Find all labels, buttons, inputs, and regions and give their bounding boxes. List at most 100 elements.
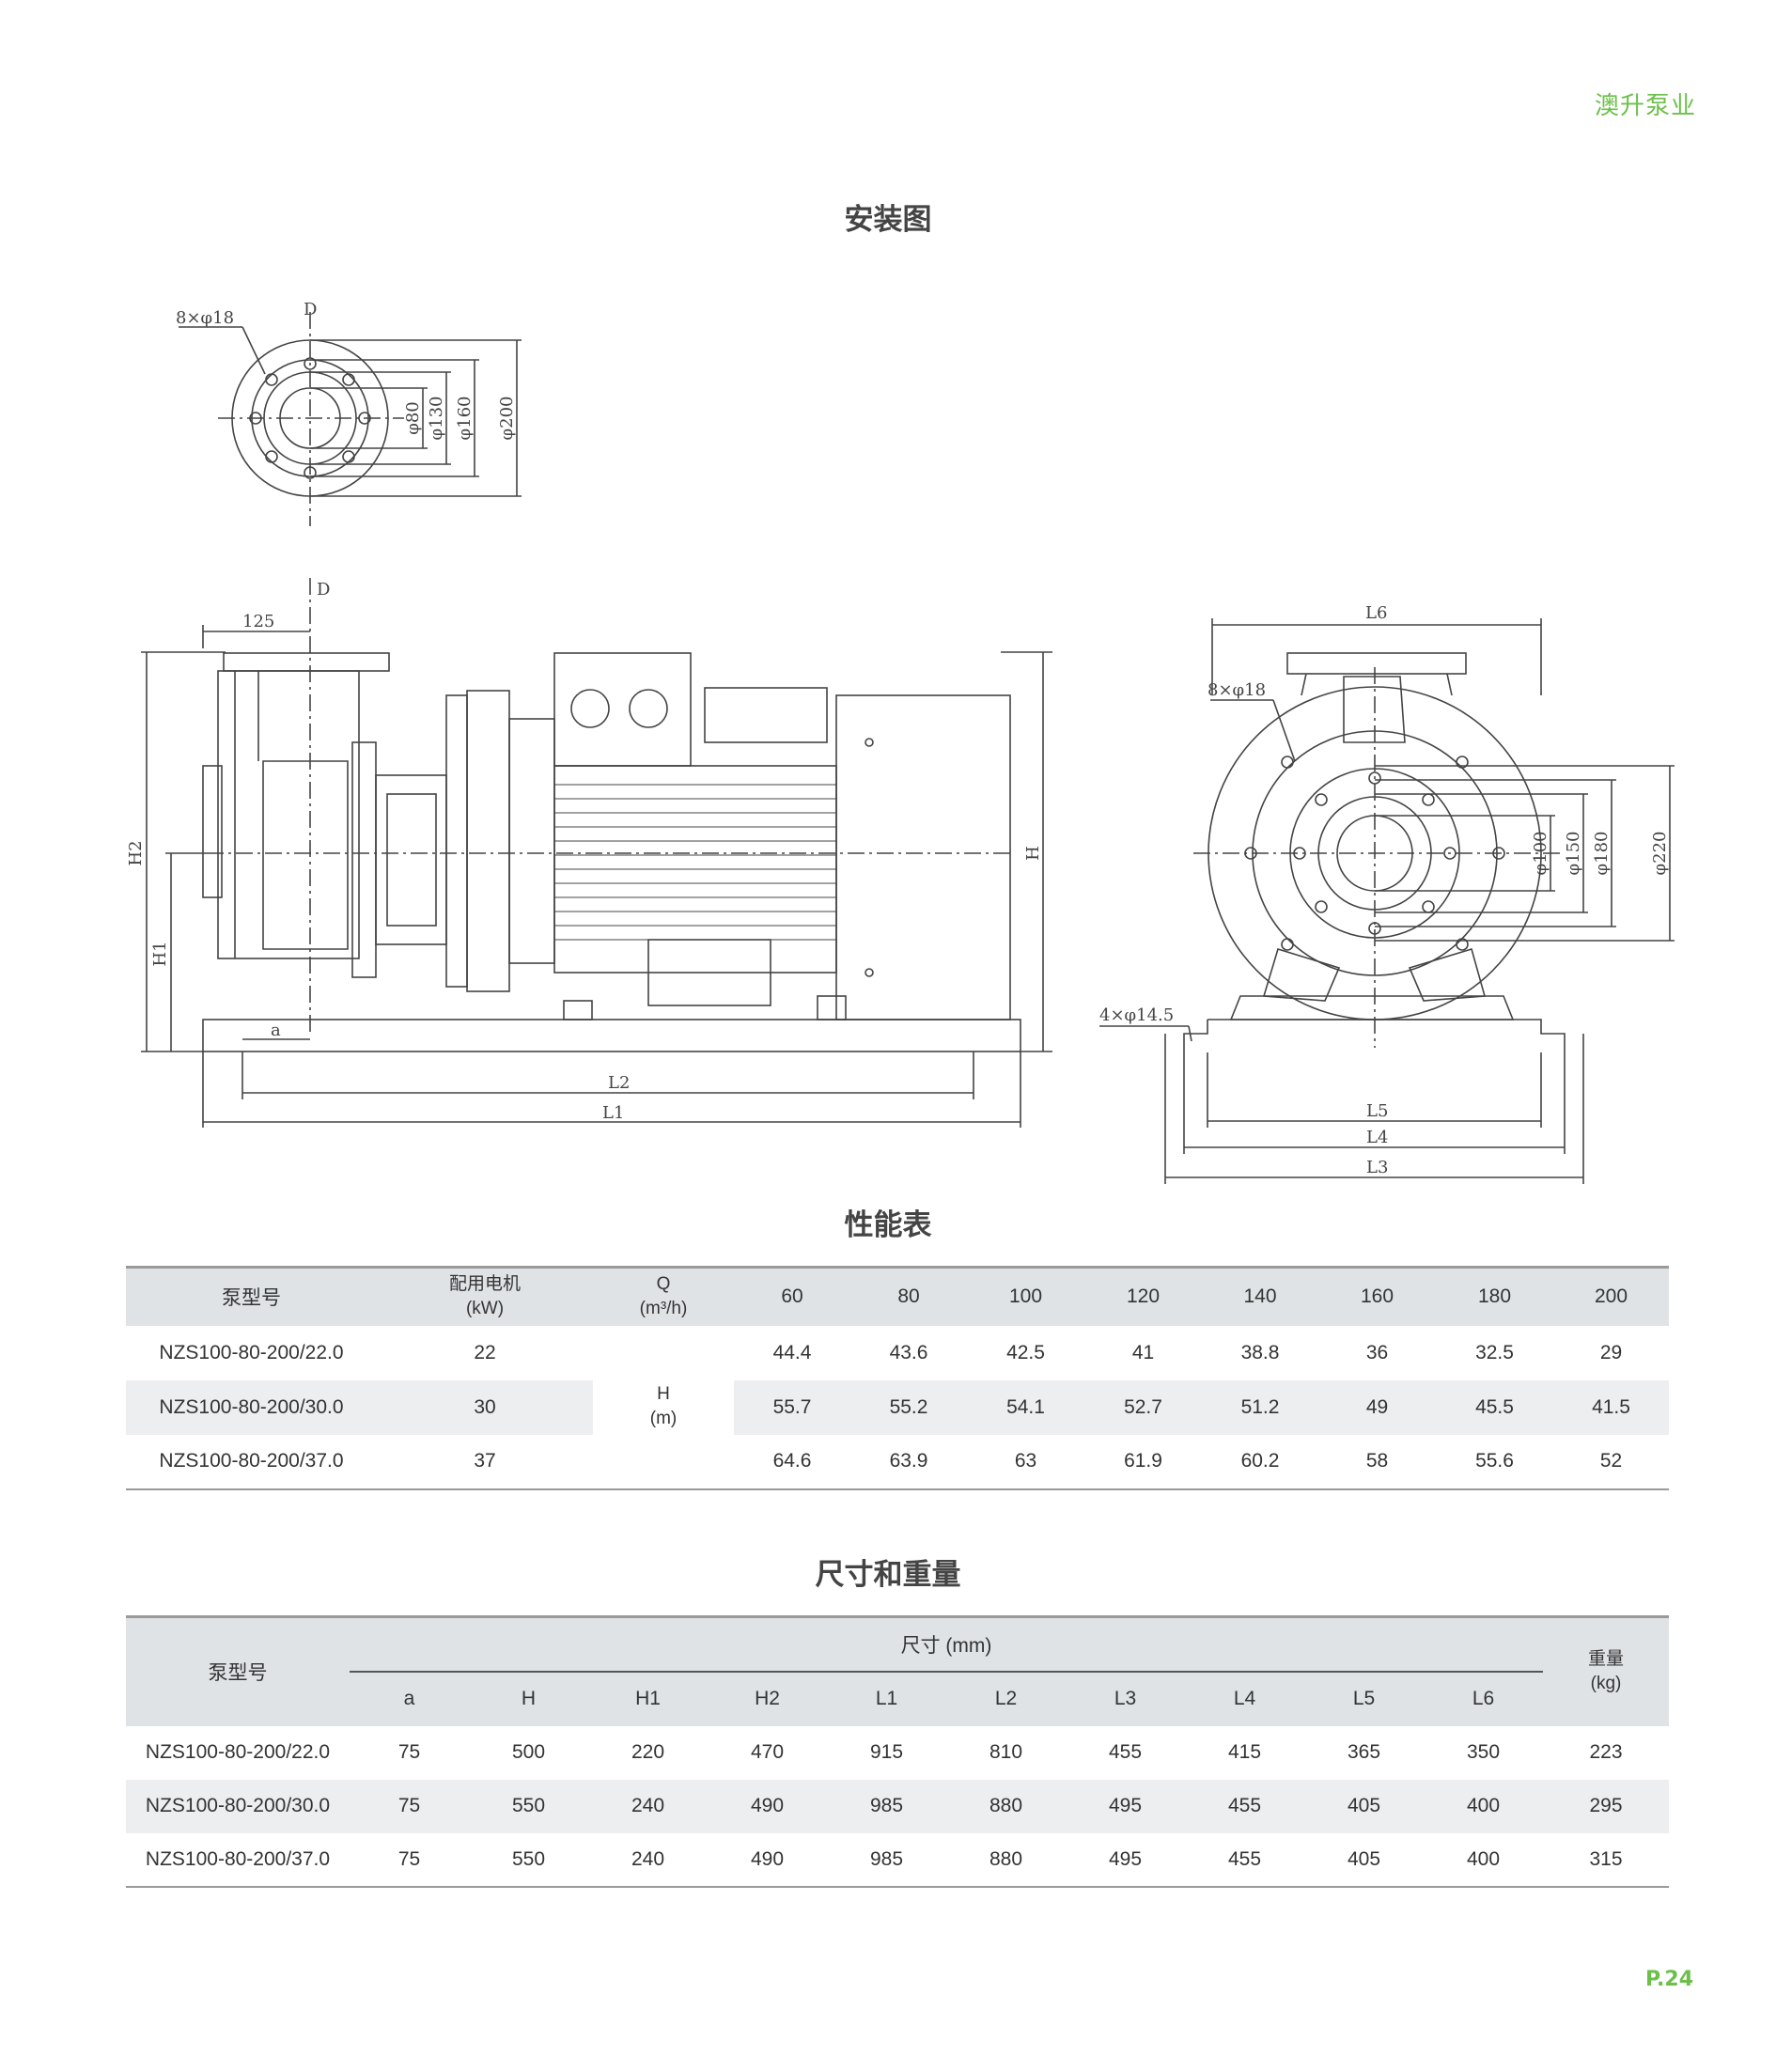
dims-header-row-2: a H H1 H2 L1 L2 L3 L4 L5 L6 — [126, 1671, 1669, 1726]
dims-value: 240 — [631, 1795, 665, 1816]
dims-weight: 295 — [1589, 1795, 1623, 1816]
dims-weight: 315 — [1589, 1847, 1623, 1870]
dims-header-row-1: 泵型号 尺寸 (mm) 重量 (kg) — [126, 1616, 1669, 1693]
label-phi220: φ220 — [1650, 832, 1670, 876]
label-H: H — [1023, 846, 1043, 861]
perf-value: 41.5 — [1553, 1379, 1669, 1435]
label-H2: H2 — [126, 840, 146, 865]
perf-value: 36 — [1365, 1341, 1389, 1363]
dims-header-col: H2 — [755, 1688, 780, 1709]
side-view — [141, 578, 1052, 1128]
dims-header-weight-title: 重量 — [1587, 1649, 1624, 1670]
perf-header-flow: 80 — [897, 1285, 920, 1308]
perf-h-title: H — [657, 1384, 670, 1404]
perf-value: 55.2 — [850, 1379, 967, 1435]
performance-header-row: 泵型号 配用电机 (kW) Q (m³/h) 60 80 100 120 140… — [126, 1267, 1669, 1326]
dims-value: 985 — [869, 1847, 904, 1870]
dims-weight: 223 — [1589, 1741, 1623, 1763]
dims-value: 550 — [511, 1847, 546, 1870]
perf-value: 63 — [1014, 1450, 1037, 1472]
dims-header-col: H1 — [635, 1688, 661, 1709]
perf-motor: 37 — [474, 1450, 496, 1472]
label-L6: L6 — [1365, 603, 1387, 623]
dims-value: 550 — [511, 1795, 546, 1816]
label-front-holes-top: 8×φ18 — [1207, 680, 1266, 700]
perf-header-flow: 100 — [1008, 1285, 1043, 1308]
label-phi180: φ180 — [1592, 832, 1612, 876]
perf-value: 38.8 — [1240, 1341, 1280, 1363]
dims-value: 75 — [397, 1847, 421, 1870]
label-a: a — [271, 1020, 281, 1040]
section-title-installation: 安装图 — [844, 203, 932, 237]
perf-header-q: Q (m³/h) — [593, 1268, 734, 1326]
label-L3: L3 — [1366, 1158, 1388, 1177]
perf-value: 52 — [1599, 1450, 1623, 1472]
dims-header-size: 尺寸 (mm) — [350, 1616, 1543, 1673]
perf-value: 32.5 — [1475, 1341, 1514, 1363]
dims-value: 240 — [631, 1847, 665, 1870]
label-phi160: φ160 — [455, 397, 475, 441]
perf-value: 51.2 — [1202, 1379, 1318, 1435]
table-row: NZS100-80-200/22.0 75 500 220 470 915 81… — [126, 1726, 1669, 1780]
label-phi200: φ200 — [497, 397, 517, 441]
label-phi80: φ80 — [403, 401, 423, 435]
perf-h-label: H (m) — [593, 1326, 734, 1489]
installation-drawing: D 8×φ18 φ80 φ130 φ160 φ200 125 D H2 H1 H… — [126, 300, 1675, 1184]
dims-value: 490 — [750, 1847, 785, 1870]
label-125: 125 — [242, 612, 274, 631]
section-title-performance: 性能表 — [844, 1208, 932, 1242]
dims-header-col: L5 — [1352, 1688, 1376, 1709]
label-side-D: D — [317, 580, 330, 600]
dims-header-weight: 重量 (kg) — [1543, 1617, 1669, 1726]
dims-model: NZS100-80-200/30.0 — [145, 1795, 331, 1816]
dims-header-col: L4 — [1233, 1688, 1256, 1709]
performance-table: 泵型号 配用电机 (kW) Q (m³/h) 60 80 100 120 140… — [126, 1266, 1669, 1490]
dims-value: 405 — [1347, 1847, 1381, 1870]
perf-header-flow: 140 — [1243, 1285, 1277, 1308]
perf-value: 58 — [1365, 1450, 1389, 1472]
perf-h-unit: (m) — [649, 1409, 678, 1428]
dims-model: NZS100-80-200/22.0 — [145, 1741, 331, 1763]
dims-value: 490 — [750, 1795, 785, 1816]
perf-header-flow: 60 — [781, 1285, 803, 1308]
perf-motor: 22 — [474, 1341, 496, 1363]
dims-header-col: L3 — [1114, 1688, 1137, 1709]
front-view — [1099, 618, 1675, 1184]
perf-header-model: 泵型号 — [222, 1287, 281, 1310]
perf-value: 54.1 — [967, 1379, 1084, 1435]
perf-header-motor: 配用电机 (kW) — [377, 1268, 593, 1326]
dims-header-col: L6 — [1472, 1688, 1495, 1709]
dims-value: 880 — [989, 1847, 1023, 1870]
dims-value: 415 — [1227, 1741, 1262, 1763]
perf-model: NZS100-80-200/30.0 — [126, 1379, 377, 1435]
dims-value: 495 — [1108, 1847, 1143, 1870]
label-flange-holes: 8×φ18 — [176, 308, 234, 328]
table-row: NZS100-80-200/37.0 37 64.6 63.9 63 61.9 … — [126, 1435, 1669, 1489]
dims-value: 880 — [989, 1795, 1023, 1816]
perf-value: 49 — [1318, 1379, 1436, 1435]
flange-top-view — [179, 312, 522, 526]
dims-value: 495 — [1108, 1795, 1143, 1816]
table-row: NZS100-80-200/30.0 75 550 240 490 985 88… — [126, 1779, 1669, 1833]
dims-header-weight-unit: (kg) — [1590, 1674, 1622, 1694]
dims-header-col: L2 — [994, 1688, 1018, 1709]
dims-value: 985 — [869, 1795, 904, 1816]
dims-value: 455 — [1108, 1741, 1143, 1763]
perf-value: 63.9 — [889, 1450, 928, 1472]
dims-value: 75 — [397, 1741, 421, 1763]
dims-model: NZS100-80-200/37.0 — [145, 1847, 331, 1870]
label-phi100: φ100 — [1531, 832, 1550, 876]
dims-value: 75 — [397, 1795, 421, 1816]
dims-value: 400 — [1466, 1847, 1501, 1870]
dims-value: 365 — [1347, 1741, 1381, 1763]
perf-header-flow: 160 — [1360, 1285, 1394, 1308]
perf-motor: 30 — [377, 1379, 593, 1435]
perf-header-motor-unit: (kW) — [465, 1299, 505, 1319]
section-title-dimensions: 尺寸和重量 — [815, 1558, 961, 1592]
perf-header-q-unit: (m³/h) — [639, 1299, 688, 1319]
page-number: P.24 — [1644, 1968, 1693, 1991]
perf-header-q-title: Q — [656, 1274, 671, 1295]
dims-value: 455 — [1227, 1795, 1262, 1816]
label-flange-D: D — [304, 300, 317, 319]
dims-value: 810 — [989, 1741, 1023, 1763]
